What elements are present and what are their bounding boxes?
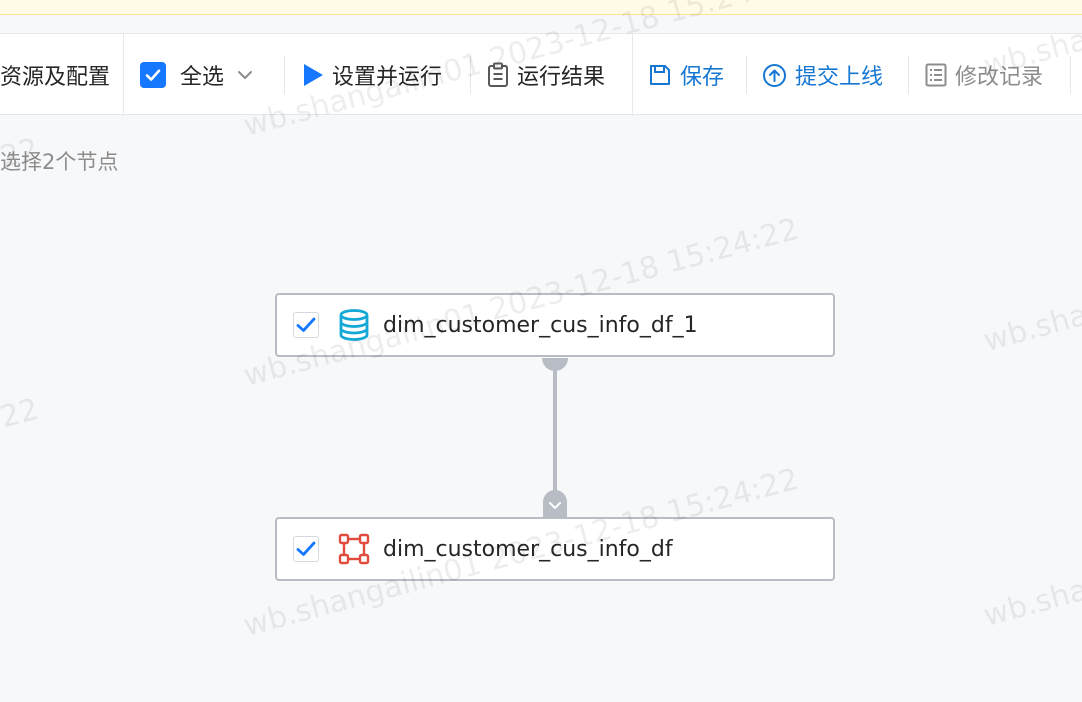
node-checkbox[interactable] (293, 312, 319, 338)
notice-banner (0, 0, 1082, 15)
submit-online-label: 提交上线 (795, 65, 884, 90)
database-icon (337, 308, 371, 342)
dag-node-source[interactable]: dim_customer_cus_info_df_1 (275, 293, 835, 357)
save-button[interactable]: 保存 (648, 34, 724, 116)
toolbar-divider (284, 56, 285, 94)
checkbox-checked-icon (140, 62, 166, 88)
node-checkbox[interactable] (293, 536, 319, 562)
checkmark-icon (296, 316, 316, 334)
save-icon (648, 63, 672, 87)
transform-node-icon (337, 532, 371, 566)
node-label: dim_customer_cus_info_df_1 (383, 312, 698, 338)
list-icon (925, 63, 947, 87)
toolbar: 资源及配置 全选 设置并运行 运行结果 (0, 33, 1082, 116)
submit-online-button[interactable]: 提交上线 (762, 34, 883, 116)
setup-and-run-label: 设置并运行 (332, 65, 443, 90)
play-icon (302, 63, 324, 87)
save-label: 保存 (680, 65, 725, 90)
select-all-label: 全选 (180, 65, 225, 90)
resources-config-button[interactable]: 资源及配置 (0, 34, 110, 116)
toolbar-divider (1070, 56, 1071, 94)
toolbar-divider (123, 34, 124, 116)
change-history-button[interactable]: 修改记录 (925, 34, 1043, 116)
run-result-label: 运行结果 (517, 65, 606, 90)
toolbar-divider (908, 56, 909, 94)
dag-canvas[interactable] (0, 115, 1082, 702)
toolbar-divider (632, 34, 633, 116)
chevron-down-icon[interactable] (236, 66, 254, 84)
clipboard-icon (487, 62, 509, 88)
node-label: dim_customer_cus_info_df (383, 536, 673, 562)
toolbar-divider (746, 56, 747, 94)
dag-node-target[interactable]: dim_customer_cus_info_df (275, 517, 835, 581)
select-all-checkbox[interactable]: 全选 (140, 34, 254, 116)
toolbar-divider (470, 56, 471, 94)
run-result-button[interactable]: 运行结果 (487, 34, 605, 116)
upload-circle-icon (762, 63, 787, 88)
selection-info: 选择2个节点 (0, 150, 119, 174)
checkmark-icon (296, 540, 316, 558)
change-history-label: 修改记录 (955, 65, 1044, 90)
setup-and-run-button[interactable]: 设置并运行 (302, 34, 442, 116)
resources-config-label: 资源及配置 (0, 65, 111, 90)
